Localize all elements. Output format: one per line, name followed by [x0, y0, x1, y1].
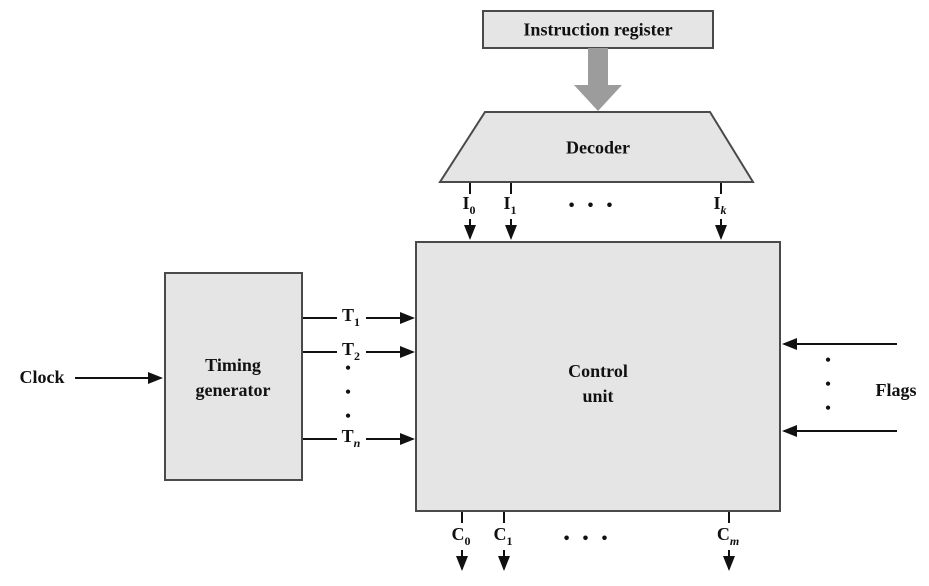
timing-generator-box [164, 272, 303, 481]
wide-down-arrow [574, 48, 622, 111]
clock-label: Clock [19, 367, 65, 387]
timing-outputs-ellipsis: • • • [345, 360, 351, 425]
signal-sub: 2 [354, 349, 361, 363]
signal-sub: k [720, 203, 727, 217]
decoder-outputs-ellipsis: ••• [568, 195, 626, 215]
signal-main: T [341, 426, 354, 446]
signal-sub: 1 [506, 534, 513, 548]
decoder-output-wires [464, 183, 727, 240]
signal-main: C [493, 524, 507, 544]
signal-main: T [341, 305, 355, 325]
signal-label-i1: I1 [503, 194, 516, 216]
signal-label-tn: Tn [342, 427, 361, 449]
control-unit-box [415, 241, 781, 512]
control-outputs-ellipsis: ••• [563, 528, 621, 548]
signal-label-t2: T2 [342, 340, 360, 362]
control-unit-label-line1: Control [568, 361, 628, 381]
signal-main: C [451, 524, 465, 544]
signal-sub: n [353, 436, 361, 450]
instruction-register-box [482, 10, 714, 49]
instruction-register-label: Instruction register [523, 19, 673, 40]
signal-main: I [462, 193, 470, 213]
signal-label-t1: T1 [342, 306, 360, 328]
signal-main: I [713, 193, 721, 213]
control-unit-label: Control unit [568, 359, 628, 409]
signal-sub: 0 [464, 534, 471, 548]
signal-sub: 1 [354, 315, 361, 329]
signal-label-i0: I0 [462, 194, 475, 216]
signal-sub: m [729, 534, 740, 548]
timing-output-wires [303, 312, 415, 445]
flags-wires [782, 338, 897, 437]
control-unit-label-line2: unit [582, 386, 614, 406]
signal-label-c0: C0 [452, 525, 471, 547]
signal-label-ik: Ik [713, 194, 726, 216]
signal-main: I [503, 193, 511, 213]
signal-label-c1: C1 [494, 525, 513, 547]
signal-sub: 0 [469, 203, 476, 217]
decoder-label: Decoder [566, 137, 630, 158]
signal-main: C [716, 524, 730, 544]
signal-sub: 1 [510, 203, 517, 217]
flags-ellipsis: • • • [825, 352, 831, 417]
signal-label-cm: Cm [717, 525, 739, 547]
decoder-trapezoid [438, 111, 755, 183]
timing-generator-label-line1: Timing [205, 355, 261, 375]
flags-label: Flags [875, 380, 917, 400]
signal-main: T [341, 339, 355, 359]
control-output-wires [456, 512, 735, 571]
timing-generator-label: Timing generator [196, 353, 271, 403]
timing-generator-label-line2: generator [195, 380, 271, 400]
